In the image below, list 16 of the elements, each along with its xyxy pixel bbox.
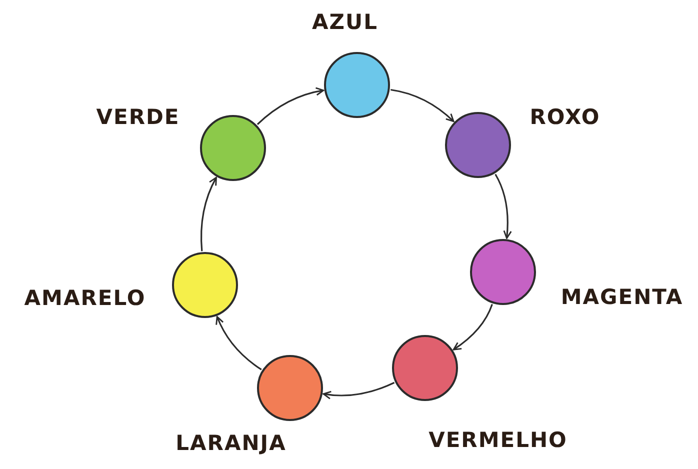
arrow (256, 87, 324, 125)
color-name: MAGENTA (560, 285, 684, 309)
color-name: VERMELHO (428, 428, 568, 452)
color-name: LARANJA (176, 431, 286, 455)
color-name: AZUL (312, 10, 378, 34)
color-name: ROXO (530, 105, 600, 129)
arrow (216, 316, 262, 370)
color-circle (445, 112, 511, 178)
color-name: AMARELO (24, 286, 146, 310)
arrow (322, 382, 395, 400)
color-circle (200, 115, 266, 181)
arrow (452, 304, 493, 350)
arrow (200, 176, 217, 252)
color-name: VERDE (96, 105, 180, 129)
arrow (390, 88, 454, 122)
arrow (494, 174, 512, 239)
